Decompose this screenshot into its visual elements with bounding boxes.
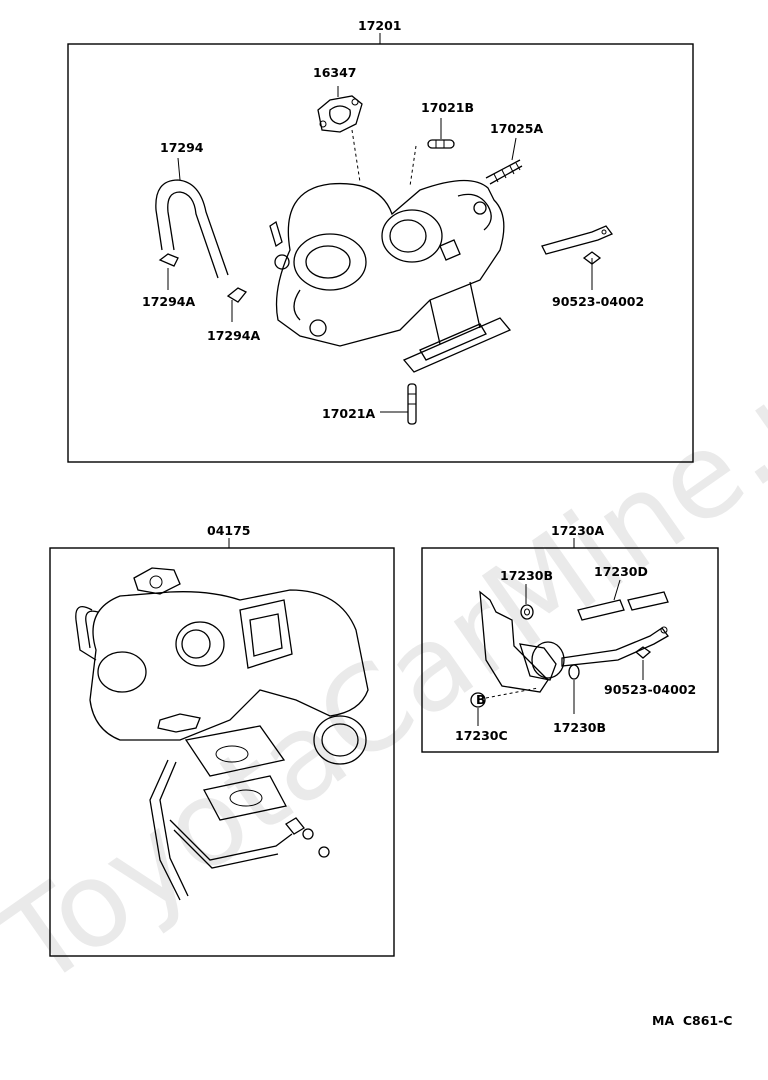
label-17230A: 17230A (551, 523, 604, 538)
diagram-code: MA C861-C (652, 1013, 732, 1028)
label-17294A-1: 17294A (142, 294, 195, 309)
assembly-box-17201 (67, 43, 694, 463)
label-17230C: 17230C (455, 728, 508, 743)
actuator-17230A-drawing (470, 579, 669, 726)
stud-17025A-drawing (485, 137, 523, 185)
turbocharger-drawing (269, 179, 512, 373)
label-17021B: 17021B (421, 100, 474, 115)
label-17230D: 17230D (594, 564, 648, 579)
label-90523-04002-upper: 90523-04002 (552, 294, 644, 309)
label-17201: 17201 (358, 18, 402, 33)
label-04175: 04175 (207, 523, 251, 538)
gasket-16347-drawing (317, 86, 363, 183)
label-17294: 17294 (160, 140, 204, 155)
hose-17294-drawing (155, 157, 248, 322)
watermark: ToyotaCarMine.ru (0, 309, 768, 1014)
label-17294A-2: 17294A (207, 328, 260, 343)
label-90523-04002-lower: 90523-04002 (604, 682, 696, 697)
assembly-box-17230A (421, 547, 719, 753)
assembly-box-04175 (49, 547, 395, 957)
marker-B: B (476, 692, 486, 707)
label-17021A: 17021A (322, 406, 375, 421)
gasket-kit-04175-drawing (75, 567, 369, 901)
label-16347: 16347 (313, 65, 357, 80)
label-17025A: 17025A (490, 121, 543, 136)
stud-17021A-drawing (380, 383, 417, 425)
label-17230B-bottom: 17230B (553, 720, 606, 735)
rod-90523-upper-drawing (541, 225, 614, 290)
stud-17021B-drawing (409, 118, 455, 187)
label-17230B-top: 17230B (500, 568, 553, 583)
